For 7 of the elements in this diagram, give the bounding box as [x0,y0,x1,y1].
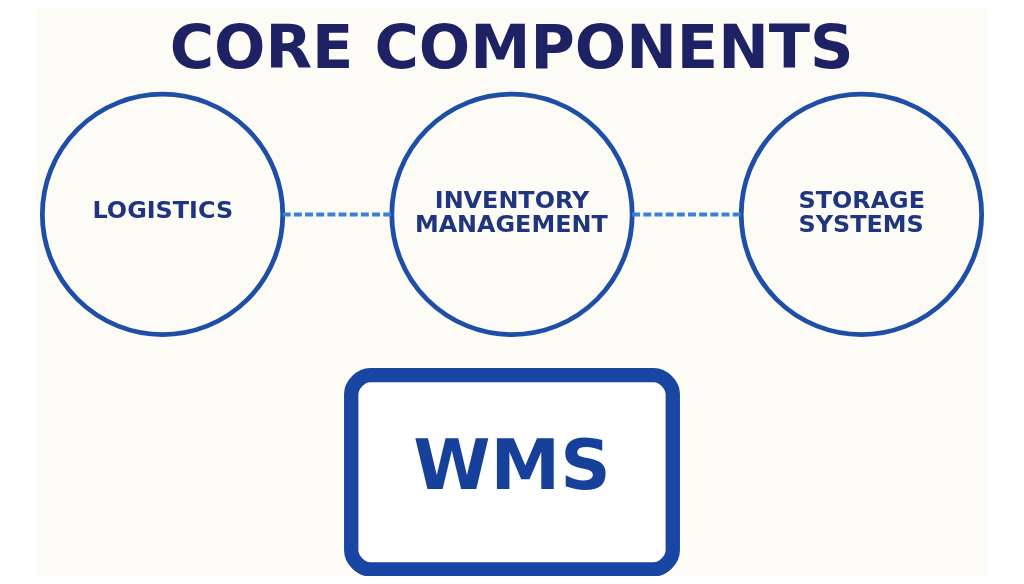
node-circle: STORAGE SYSTEMS [738,91,984,337]
connector [282,212,392,217]
node-box: WMS [344,368,680,576]
node-circle: LOGISTICS [40,91,286,337]
node-circle: INVENTORY MANAGEMENT [389,91,635,337]
connector [632,212,741,217]
diagram-title: CORE COMPONENTS [169,11,854,82]
